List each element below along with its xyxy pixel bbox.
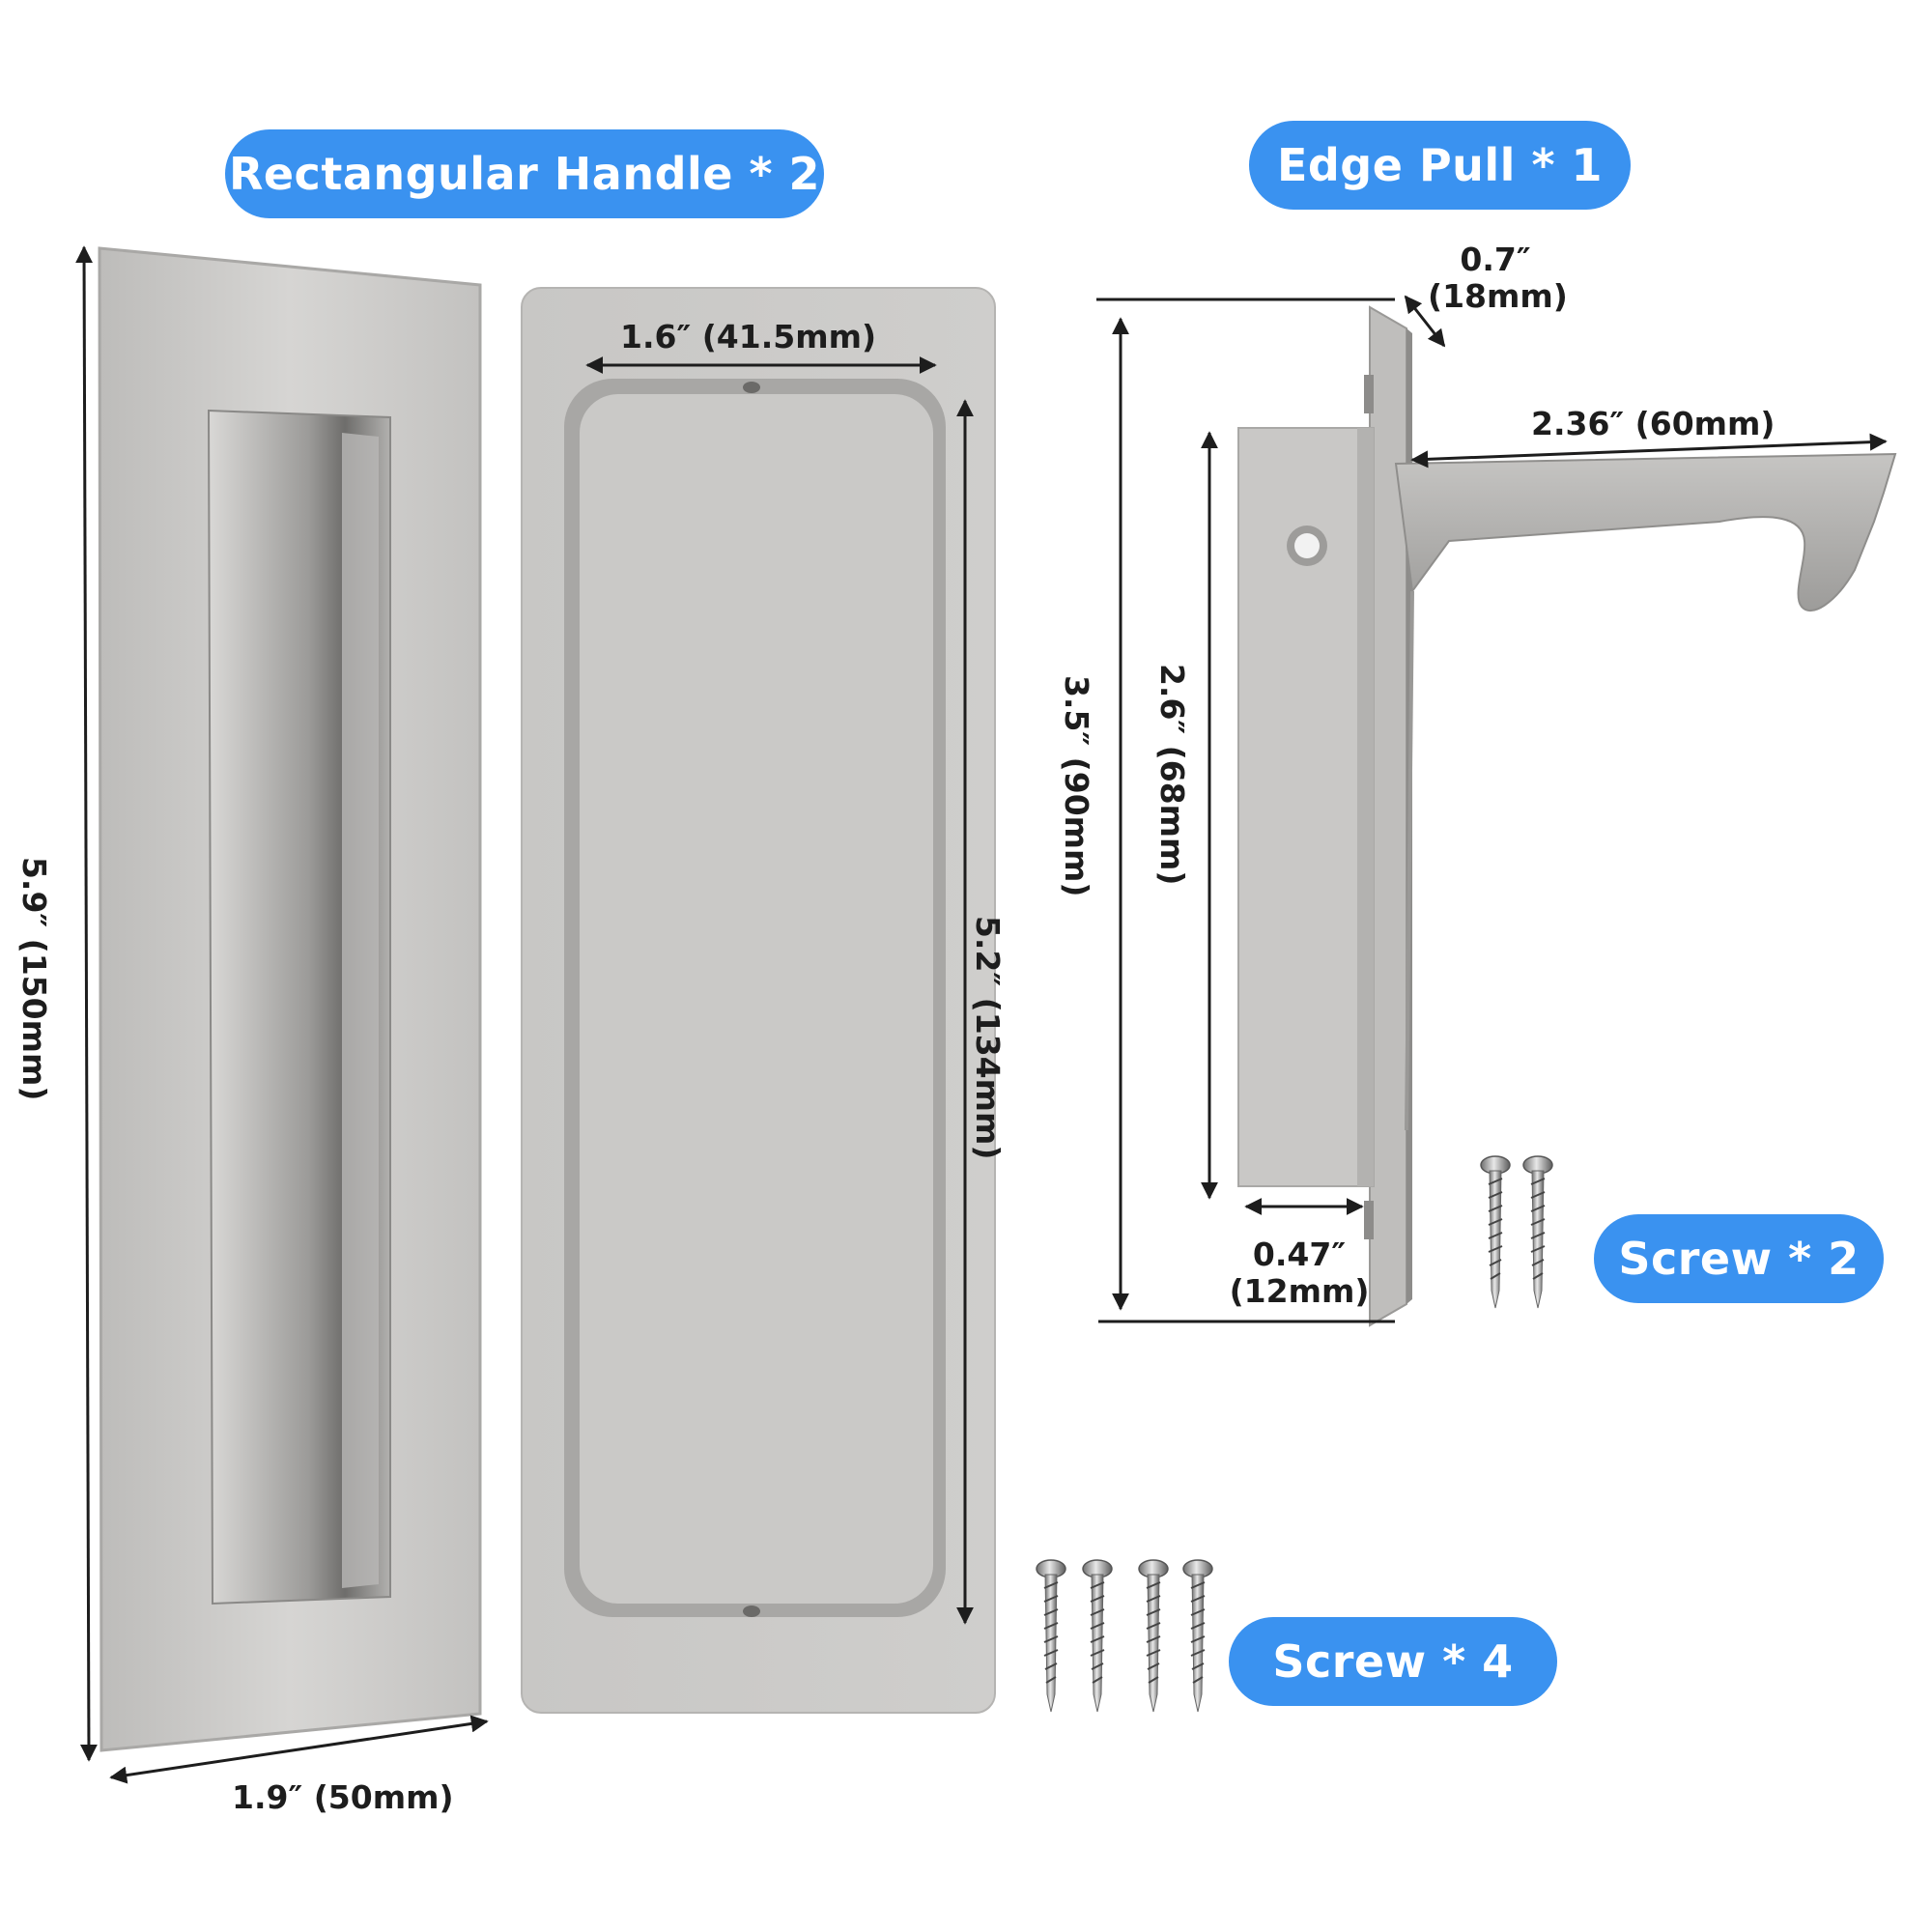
edge-thickness-inch: 0.7″ (1460, 241, 1531, 278)
edge-depth-dim: 0.47″ (12mm) (1227, 1236, 1372, 1310)
edge-depth-inch: 0.47″ (1252, 1236, 1347, 1273)
edge-thickness-dim: 0.7″ (18mm) (1428, 241, 1568, 315)
rect-handle-front (98, 246, 482, 1752)
rect-handle-back (521, 287, 996, 1714)
edge-body-height-dim: 2.6″ (68mm) (1152, 663, 1191, 886)
edge-pull-label: Edge Pull * 1 (1249, 121, 1631, 210)
inner-width-dim: 1.6″ (41.5mm) (620, 318, 877, 355)
screw-two-label: Screw * 2 (1594, 1214, 1884, 1303)
edge-arm-dim: 2.36″ (60mm) (1531, 405, 1776, 442)
screws-four (1036, 1559, 1213, 1713)
edge-depth-mm: (12mm) (1229, 1271, 1370, 1310)
edge-thickness-line (1404, 295, 1446, 348)
rect-width-dim: 1.9″ (50mm) (232, 1778, 454, 1816)
screw-four-label: Screw * 4 (1229, 1617, 1557, 1706)
dimension-lines (75, 245, 1888, 1784)
inner-height-dim: 5.2″ (134mm) (968, 915, 1007, 1160)
screws-two (1480, 1155, 1553, 1309)
rect-handle-label: Rectangular Handle * 2 (225, 129, 824, 218)
rect-width-line (109, 1715, 489, 1784)
edge-arm-line (1410, 433, 1888, 469)
edge-thickness-mm: (18mm) (1428, 276, 1568, 315)
edge-pull (1237, 305, 1897, 1327)
rect-height-line (75, 245, 98, 1762)
rect-height-dim: 5.9″ (150mm) (14, 856, 53, 1101)
edge-height-dim: 3.5″ (90mm) (1057, 674, 1095, 897)
